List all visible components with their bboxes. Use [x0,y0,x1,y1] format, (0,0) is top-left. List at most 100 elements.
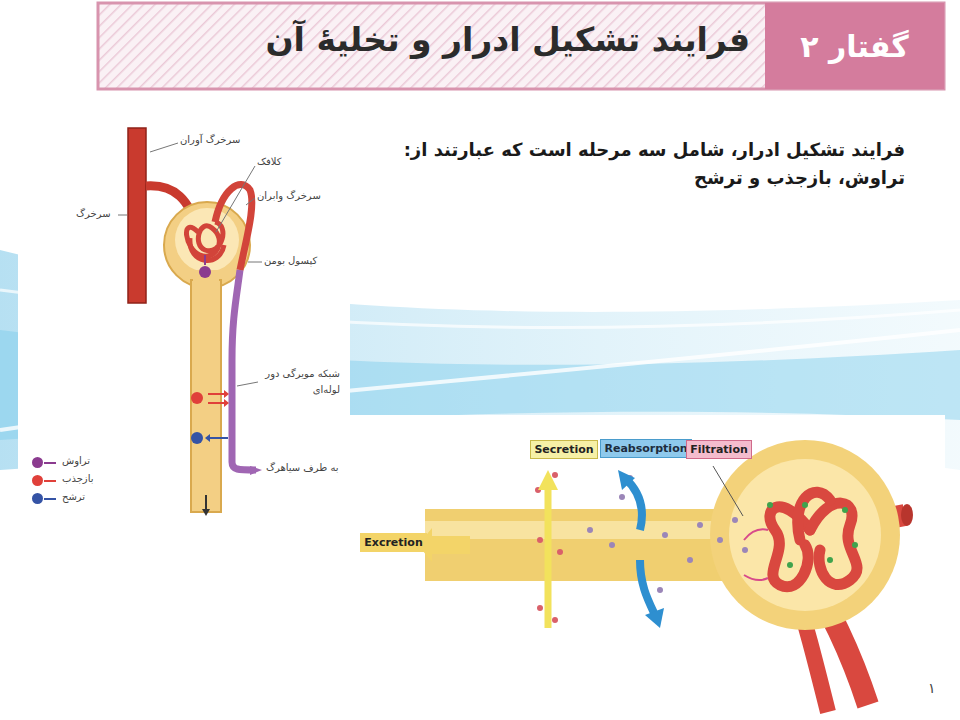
legend-arrows [44,480,56,482]
particles [697,522,703,528]
process-arrows [645,608,664,628]
bowman-capsule [175,208,239,272]
part-label: شبکه مویرگی دور لوله‌ای [260,366,340,397]
node-text: Filtration [690,443,748,456]
particles [732,517,738,523]
chapter-box: گفتار ۲ [765,3,944,89]
legend-text: تراوش [62,455,90,466]
process-arrows [545,488,552,628]
filtration-box: Filtration [686,440,752,459]
particles [687,557,693,563]
glomerulus [770,507,810,587]
process-arrows [625,478,642,530]
bowman-capsule [191,280,221,512]
leader-line [248,262,262,263]
node-text: گفتار ۲ [800,29,909,64]
efferent-capillary [232,270,256,470]
process-dots [199,266,211,278]
particles [537,537,543,543]
efferent-capillary [215,185,252,270]
particles [609,542,615,548]
leader-line [118,215,127,216]
slide-title: فرایند تشکیل ادرار و تخلیهٔ آن [265,20,750,59]
process-arrows [744,575,768,580]
process-dots [210,437,228,439]
nephron-illustration [18,128,350,520]
header-band [98,3,944,89]
glomerulus [190,238,224,260]
particles [787,562,793,568]
process-arrows [618,470,635,490]
process-dots [224,390,229,407]
leader-line [246,198,255,205]
artery [128,128,146,303]
glomerulus [770,492,857,587]
part-label: سرخرگ آوران [180,134,240,145]
glomerulus [810,503,857,584]
leader-line [216,166,255,232]
process-arrows [430,536,470,554]
part-label: سرخرگ وابران [257,190,321,201]
blood-vessels [901,504,913,526]
process-arrows [713,466,743,516]
particles [552,472,558,478]
node-text: Excretion [364,536,422,549]
node-text: Reabsorption [604,442,687,455]
tubule [729,459,881,611]
part-label: به طرف سیاهرگ [266,462,339,473]
glomerulus [798,492,830,540]
process-arrows [744,529,768,540]
leader-line [118,143,262,386]
header-band [98,3,944,89]
legend-swatch [32,493,43,504]
nephron-photo [350,415,945,715]
particles [535,472,858,623]
legend-swatch [32,457,43,468]
legend-arrows [44,498,56,500]
page-number: ۱ [926,680,938,696]
particles [552,617,558,623]
efferent-capillary [215,185,262,475]
reabsorption-box: Reabsorption [600,439,692,458]
particles [619,494,625,500]
part-label: کپسول بومن [264,255,317,266]
particles [827,557,833,563]
process-dots [204,255,206,265]
particles [557,549,563,555]
particles [767,502,773,508]
legend-text: بازجذب [62,473,94,484]
particles [802,502,808,508]
secretion-box: Secretion [530,440,598,459]
legend-arrows [44,463,56,499]
part-label: کلافک [257,156,281,167]
body-text: فرایند تشکیل ادرار، شامل سه مرحله است که… [355,136,905,192]
process-arrows [538,470,558,490]
tubule [425,509,760,581]
process-dots [191,392,203,404]
efferent-capillary [250,466,262,475]
particles [742,547,748,553]
process-dots [205,434,210,442]
legend-text: ترشح [62,491,85,502]
tubule [425,440,900,630]
tubule [425,521,760,539]
particles [657,587,663,593]
legend-swatch [32,475,43,486]
process-dots [191,432,203,444]
process-arrows [418,466,768,628]
excretion-box: Excretion [360,533,427,552]
particles [662,532,668,538]
process-dots [208,394,224,403]
particles [537,605,543,611]
process-dots [191,255,229,516]
legend-arrows [44,462,56,464]
part-label: سرخرگ [76,208,111,219]
leader-line [150,143,178,152]
leader-line [237,382,258,386]
particles [587,527,593,533]
process-arrows [640,560,655,615]
process-dots [202,509,210,516]
node-text: Secretion [534,443,593,456]
tubule [710,440,900,630]
